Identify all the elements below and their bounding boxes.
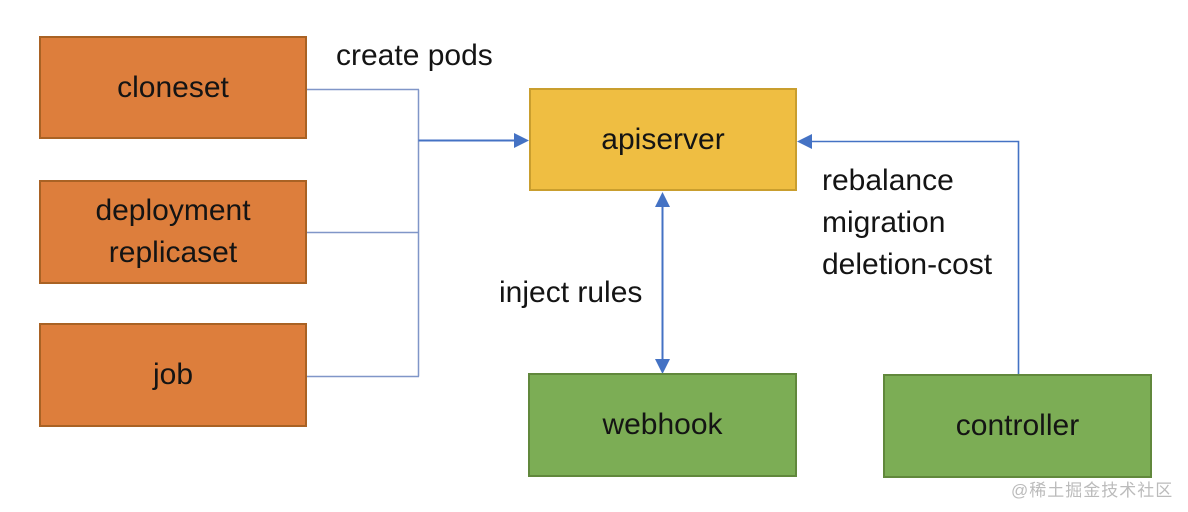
edge-label-controller-note-line2: migration bbox=[822, 206, 946, 239]
node-webhook: webhook bbox=[528, 373, 797, 477]
arrowhead-right-icon bbox=[514, 133, 529, 148]
node-controller: controller bbox=[883, 374, 1152, 478]
node-cloneset-label: cloneset bbox=[117, 70, 229, 104]
arrowhead-down-icon bbox=[655, 359, 670, 374]
arrow-apiserver-webhook-bidirectional-icon bbox=[655, 192, 670, 374]
node-job: job bbox=[39, 323, 307, 427]
node-job-label: job bbox=[152, 358, 194, 391]
edge-label-controller-note: rebalance migration deletion-cost bbox=[822, 160, 992, 286]
arrowhead-up-icon bbox=[655, 192, 670, 207]
edge-label-controller-note-line1: rebalance bbox=[822, 164, 954, 197]
node-cloneset: cloneset bbox=[39, 36, 307, 139]
node-deployment-label-line1: deployment bbox=[95, 194, 251, 227]
edge-label-inject-rules: inject rules bbox=[499, 276, 643, 309]
node-apiserver-label: apiserver bbox=[601, 122, 725, 156]
node-deployment-label-line2: replicaset bbox=[108, 236, 238, 269]
watermark: @稀土掘金技术社区 bbox=[1011, 481, 1174, 500]
node-deployment-replicaset: deployment replicaset bbox=[39, 180, 307, 284]
bracket-lines bbox=[307, 88, 420, 378]
node-apiserver: apiserver bbox=[529, 88, 797, 191]
edge-label-controller-note-line3: deletion-cost bbox=[822, 248, 993, 281]
arrow-bracket-to-apiserver-icon bbox=[418, 133, 529, 148]
arrowhead-left-icon bbox=[797, 134, 812, 149]
bracket-connector bbox=[307, 88, 420, 378]
node-webhook-label: webhook bbox=[602, 408, 723, 441]
node-controller-label: controller bbox=[955, 409, 1080, 442]
edge-label-create-pods: create pods bbox=[336, 39, 493, 72]
